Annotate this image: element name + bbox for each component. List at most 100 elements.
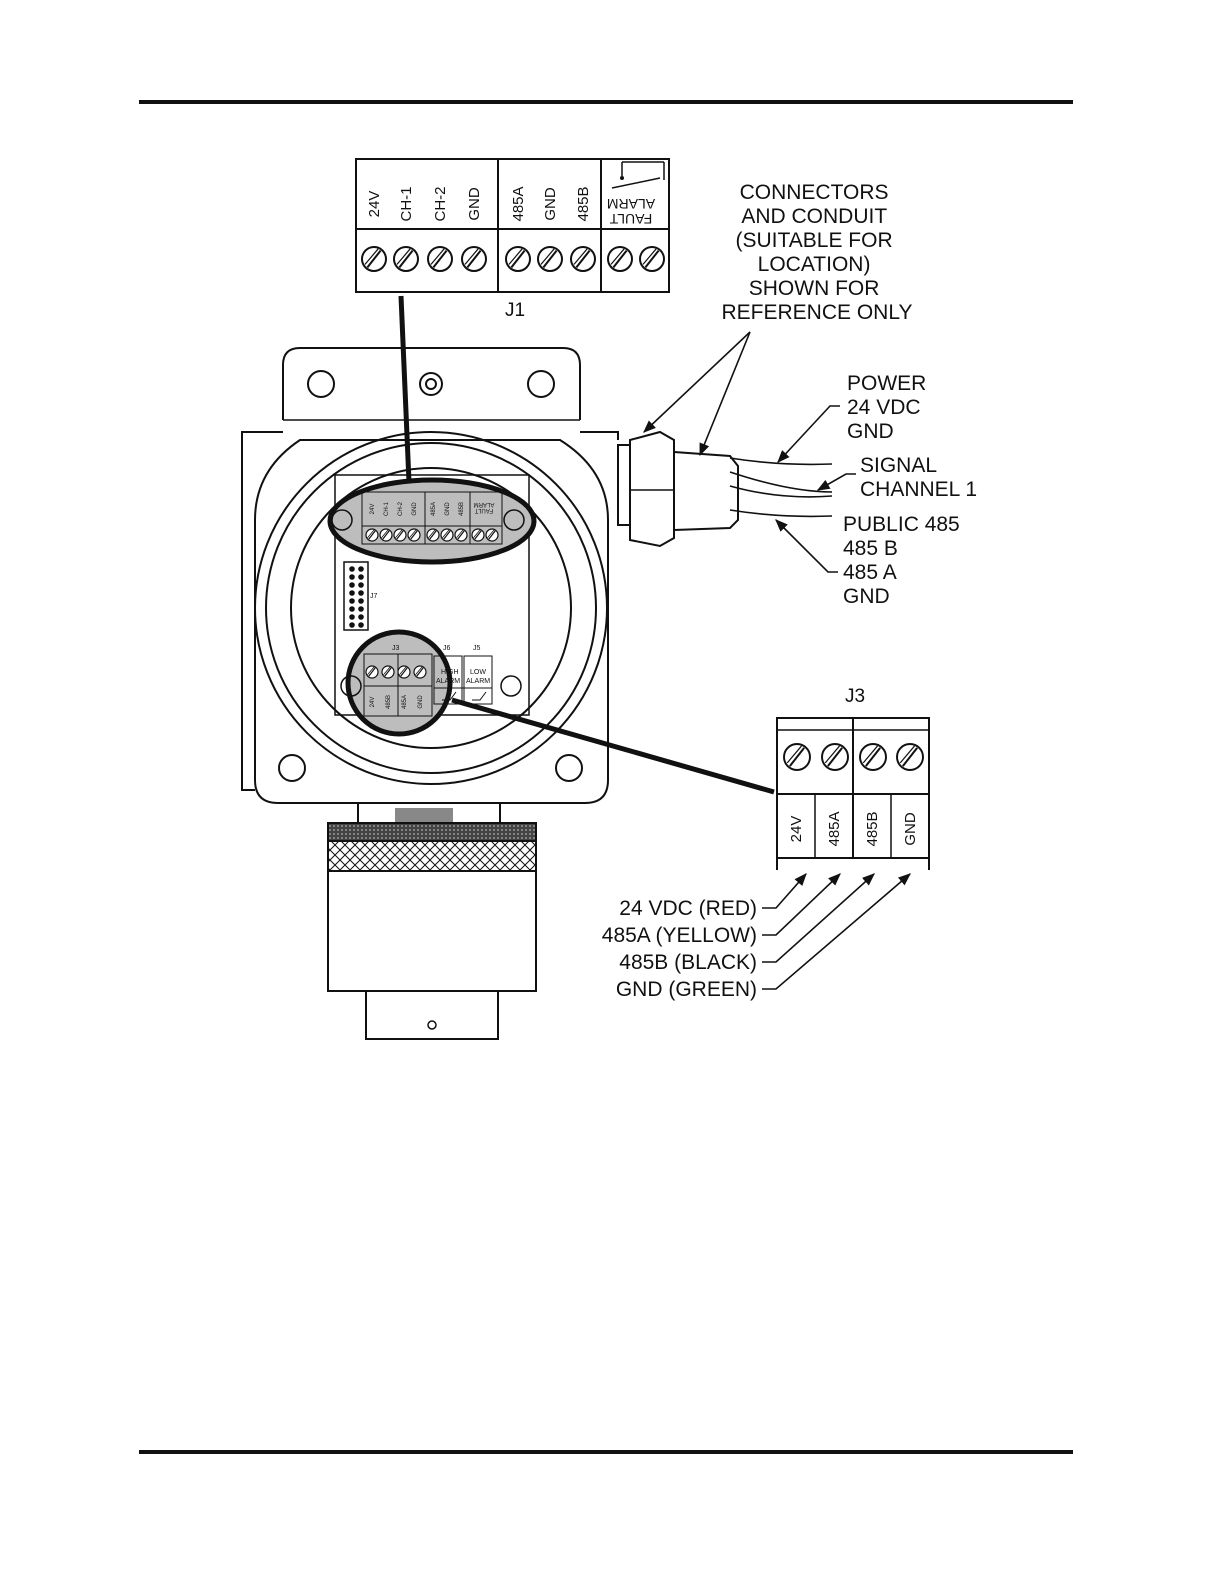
public485-line-2: 485 B [843,537,898,560]
screw-icon [361,246,387,272]
board-j1-terminal-label: GND [412,502,418,516]
note-arrow-2 [699,331,751,457]
connector-note-line-1: CONNECTORS [740,181,889,204]
pin-dot [349,598,355,604]
j1-terminal-label: 485B [575,186,592,221]
pin-dot [349,566,355,572]
cable-wires [729,457,833,518]
pin-dot [358,590,364,596]
board-alarm-label: ALARM [474,501,495,507]
board-j1-terminal-label: GND [445,502,451,516]
j1-terminal-label: CH-2 [432,186,449,221]
public485-leader [775,519,838,573]
wire-color-label: GND (GREEN) [616,978,757,1001]
screw-icon [461,246,487,272]
pin-dot [349,574,355,580]
power-leader [777,405,840,463]
j1-title: J1 [505,300,525,321]
j3-terminal-label: 485A [826,811,843,846]
screw-icon [570,246,596,272]
pin-dot [349,622,355,628]
j1-terminal-label: GND [466,187,483,221]
screw-icon [407,528,421,542]
screw-icon [454,528,468,542]
connector-note: CONNECTORS AND CONDUIT (SUITABLE FOR LOC… [722,181,913,324]
signal-leader [816,473,856,491]
power-line-3: GND [847,420,894,443]
screw-icon [896,743,924,771]
power-line-2: 24 VDC [847,396,921,419]
j1-terminal-label: CH-1 [398,186,415,221]
board-j3-terminal-label: 24V [370,697,376,708]
screw-icon [365,665,379,679]
screw-icon [783,743,811,771]
screw-icon [607,246,633,272]
screw-icon [397,665,411,679]
screw-icon [426,528,440,542]
connector-note-line-5: SHOWN FOR [749,277,880,300]
note-arrow-1 [643,331,751,433]
public485-line-4: GND [843,585,890,608]
board-j3-terminal-label: GND [418,695,424,709]
board-j1-terminal-label: 485A [431,502,437,516]
screw-icon [440,528,454,542]
j3-terminal-label: 485B [864,811,881,846]
screw-icon [393,528,407,542]
screw-icon [365,528,379,542]
screw-icon [471,528,485,542]
screw-icon [427,246,453,272]
pin-dot [358,574,364,580]
j3-leader-line [451,697,775,795]
public485-label: PUBLIC 485 485 B 485 A GND [843,513,966,608]
signal-line-1: SIGNAL [860,454,936,477]
wire-color-label: 24 VDC (RED) [619,897,757,920]
screw-icon [413,665,427,679]
j3-highlight-circle [345,629,453,737]
pin-dot [349,590,355,596]
pin-dot [358,622,364,628]
alarm-label: ALARM [607,196,655,212]
public485-line-1: PUBLIC 485 [843,513,960,536]
pin-dot [358,566,364,572]
board-fault-label: FAULT [475,507,494,513]
board-j6-label: J6 [443,645,451,652]
pin-dot [349,582,355,588]
pin-dot [358,606,364,612]
screw-icon [505,246,531,272]
j3-terminal-label: GND [902,812,919,846]
pin-dot [349,606,355,612]
wire-color-label: 485A (YELLOW) [602,924,757,947]
relay-switch-icon [611,161,665,189]
pin-dot [358,598,364,604]
connector-note-line-3: (SUITABLE FOR [736,229,893,252]
board-j1-terminal-label: 24V [370,504,376,515]
screw-icon [537,246,563,272]
low-alarm-label-1: LOW [470,669,486,676]
signal-line-2: CHANNEL 1 [860,478,977,501]
board-j1-terminal-label: 485B [459,502,465,516]
board-j1-terminal-label: CH-1 [384,501,390,516]
high-alarm-label-2: ALARM [436,678,460,685]
j1-highlight-ellipse [327,477,537,565]
screw-icon [859,743,887,771]
board-j1-terminal-label: CH-2 [398,501,404,516]
pin-dot [358,614,364,620]
wire-color-label: 485B (BLACK) [619,951,757,974]
power-label: POWER 24 VDC GND [847,372,932,443]
screw-icon [821,743,849,771]
enclosure [241,347,739,1040]
public485-line-3: 485 A [843,561,897,584]
high-alarm-label-1: HIGH [441,669,459,676]
j1-leader-line [398,295,412,483]
pin-dot [349,614,355,620]
screw-icon [639,246,665,272]
connector-note-line-2: AND CONDUIT [741,205,887,228]
screw-icon [393,246,419,272]
low-alarm-label-2: ALARM [466,678,490,685]
signal-label: SIGNAL CHANNEL 1 [860,454,977,501]
screw-icon [485,528,499,542]
